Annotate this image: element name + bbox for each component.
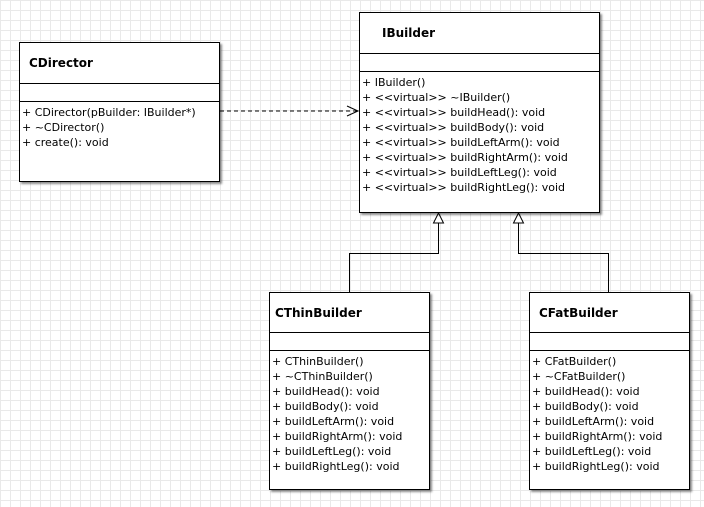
operations-compartment: + CDirector(pBuilder: IBuilder*) + ~CDire… [20, 102, 219, 150]
generalization-line-thin[interactable] [349, 223, 439, 292]
operation-item: + CFatBuilder() [532, 355, 617, 368]
operation-item: + buildBody(): void [272, 400, 379, 413]
operation-item: + buildLeftLeg(): void [532, 445, 652, 458]
attributes-compartment [360, 54, 599, 72]
generalization-line-fat[interactable] [518, 223, 609, 292]
class-cfatbuilder[interactable]: CFatBuilder + CFatBuilder() + ~CFatBuilde… [529, 292, 690, 490]
attributes-compartment [530, 333, 689, 351]
operation-item: + CThinBuilder() [272, 355, 364, 368]
attributes-compartment [20, 84, 219, 102]
generalization-arrowhead-fat [512, 211, 525, 224]
operation-item: + ~CFatBuilder() [532, 370, 626, 383]
operation-item: + create(): void [22, 136, 109, 149]
operation-item: + <<virtual>> buildHead(): void [362, 106, 546, 119]
operation-item: + ~CThinBuilder() [272, 370, 373, 383]
operation-item: + CDirector(pBuilder: IBuilder*) [22, 106, 196, 119]
class-name: IBuilder [360, 13, 599, 54]
operation-item: + <<virtual>> buildLeftArm(): void [362, 136, 560, 149]
class-ibuilder[interactable]: IBuilder + IBuilder() + <<virtual>> ~IBui… [359, 12, 600, 213]
operation-item: + buildBody(): void [532, 400, 639, 413]
operations-compartment: + CThinBuilder() + ~CThinBuilder() + build… [270, 351, 429, 474]
operation-item: + buildRightLeg(): void [532, 460, 660, 473]
operation-item: + buildLeftLeg(): void [272, 445, 392, 458]
class-name: CFatBuilder [530, 293, 689, 333]
operation-item: + <<virtual>> buildBody(): void [362, 121, 545, 134]
operation-item: + <<virtual>> buildLeftLeg(): void [362, 166, 557, 179]
operation-item: + buildHead(): void [272, 385, 380, 398]
operation-item: + <<virtual>> buildRightLeg(): void [362, 181, 566, 194]
class-cdirector[interactable]: CDirector + CDirector(pBuilder: IBuilder… [19, 42, 220, 182]
operation-item: + buildRightArm(): void [532, 430, 663, 443]
operations-compartment: + CFatBuilder() + ~CFatBuilder() + buildHe… [530, 351, 689, 474]
operation-item: + buildLeftArm(): void [272, 415, 395, 428]
operation-item: + <<virtual>> ~IBuilder() [362, 91, 511, 104]
class-cthinbuilder[interactable]: CThinBuilder + CThinBuilder() + ~CThinBui… [269, 292, 430, 490]
class-name: CDirector [20, 43, 219, 84]
operation-item: + <<virtual>> buildRightArm(): void [362, 151, 568, 164]
attributes-compartment [270, 333, 429, 351]
operation-item: + buildRightLeg(): void [272, 460, 400, 473]
operations-compartment: + IBuilder() + <<virtual>> ~IBuilder() + <… [360, 72, 599, 195]
generalization-arrowhead-thin [432, 211, 445, 224]
operation-item: + buildRightArm(): void [272, 430, 403, 443]
operation-item: + ~CDirector() [22, 121, 105, 134]
operation-item: + buildHead(): void [532, 385, 640, 398]
operation-item: + IBuilder() [362, 76, 426, 89]
class-name: CThinBuilder [270, 293, 429, 333]
dependency-arrowhead [346, 105, 360, 117]
operation-item: + buildLeftArm(): void [532, 415, 655, 428]
